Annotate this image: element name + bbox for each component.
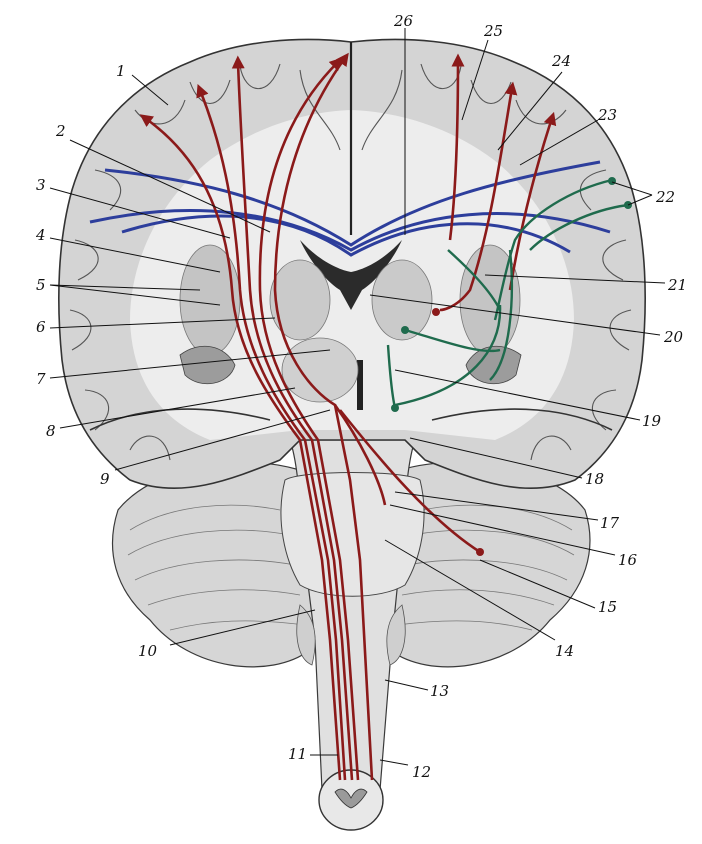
- green-fibre-7: [489, 249, 513, 381]
- label-17: 17: [600, 514, 620, 532]
- blue-fibre-3: [121, 214, 571, 257]
- leader-4: [49, 237, 221, 273]
- cerebellar-folia: [127, 504, 575, 631]
- red-neuron-bodies: [432, 308, 484, 556]
- red-tract-2: [196, 83, 347, 781]
- hippocampus-left: [179, 346, 236, 384]
- leader-10: [169, 609, 316, 646]
- caudate-left: [269, 259, 331, 341]
- green-fibre-5: [394, 304, 502, 407]
- commissural-fibres: [89, 160, 611, 257]
- green-soma-1: [608, 177, 616, 185]
- leader-18: [409, 437, 583, 479]
- leader-25: [461, 39, 489, 121]
- label-3: 3: [36, 176, 46, 194]
- red-tract-9: [333, 404, 387, 506]
- number-labels: 1 2 3 4 5 6 7 8 9 10 11 12 13 14 15 16 1…: [35, 12, 687, 781]
- label-1: 1: [116, 62, 126, 80]
- red-tract-10: [338, 409, 481, 554]
- label-2: 2: [55, 122, 66, 140]
- leader-8: [59, 387, 296, 429]
- red-tract-4: [258, 57, 360, 781]
- label-15: 15: [598, 598, 617, 616]
- green-soma-3: [401, 326, 409, 334]
- leader-17: [394, 491, 599, 521]
- label-4: 4: [35, 226, 46, 244]
- label-10: 10: [138, 642, 158, 660]
- red-soma-1: [432, 308, 440, 316]
- spinal-gray-matter: [334, 788, 368, 809]
- lateral-fissure-right: [431, 408, 613, 431]
- label-21: 21: [667, 276, 687, 294]
- olive-right: [386, 604, 406, 666]
- label-25: 25: [483, 22, 503, 40]
- label-5: 5: [36, 276, 46, 294]
- label-23: 23: [597, 106, 617, 124]
- caudate-right: [371, 259, 433, 341]
- leader-13: [384, 679, 429, 691]
- leader-12: [379, 759, 409, 766]
- label-16: 16: [618, 551, 638, 569]
- third-ventricle: [357, 360, 363, 410]
- green-fibre-4: [404, 328, 501, 353]
- leader-16: [389, 504, 616, 556]
- lateral-ventricles: [300, 240, 402, 310]
- green-fibre-3: [447, 249, 502, 311]
- leader-1: [131, 74, 169, 106]
- thalamus: [281, 337, 359, 403]
- leader-3: [49, 187, 231, 239]
- label-18: 18: [585, 470, 604, 488]
- label-6: 6: [36, 318, 46, 336]
- red-tract-3: [231, 55, 354, 781]
- leader-20: [369, 294, 661, 336]
- leader-21: [484, 274, 666, 284]
- label-9: 9: [100, 470, 110, 488]
- label-11: 11: [288, 745, 307, 763]
- leader-5b: [49, 284, 221, 306]
- label-14: 14: [555, 642, 574, 660]
- leader-5a: [49, 284, 201, 291]
- leader-14: [384, 539, 556, 641]
- label-12: 12: [412, 763, 431, 781]
- label-8: 8: [46, 422, 56, 440]
- green-fibre-1: [493, 178, 613, 321]
- leader-23: [519, 119, 599, 166]
- red-tract-8: [508, 111, 557, 291]
- red-tract-5: [273, 52, 374, 781]
- leader-24: [497, 71, 563, 151]
- blue-fibre-2: [89, 209, 611, 252]
- hippocampus-right: [465, 346, 522, 384]
- leader-15: [479, 559, 596, 609]
- label-26: 26: [393, 12, 414, 30]
- leader-2: [69, 139, 271, 233]
- label-24: 24: [551, 52, 571, 70]
- red-tract-6: [448, 53, 465, 241]
- blue-fibre-1: [104, 160, 601, 247]
- leader-9: [114, 409, 331, 471]
- green-fibre-2: [529, 203, 629, 251]
- red-soma-2: [476, 548, 484, 556]
- green-pathways: [386, 178, 629, 409]
- leader-22b: [627, 194, 653, 206]
- green-neuron-bodies: [391, 177, 632, 412]
- label-19: 19: [642, 412, 662, 430]
- label-13: 13: [430, 682, 449, 700]
- leader-lines: [49, 28, 666, 766]
- olive-left: [296, 604, 316, 666]
- leader-19: [394, 369, 641, 421]
- label-20: 20: [663, 328, 684, 346]
- lentiform-left: [179, 244, 241, 356]
- green-soma-4: [391, 404, 399, 412]
- label-7: 7: [36, 370, 46, 388]
- leader-7: [49, 349, 331, 379]
- cortical-gyri: [69, 63, 632, 461]
- label-22: 22: [655, 188, 675, 206]
- red-tract-7: [439, 81, 518, 312]
- leader-22a: [611, 181, 653, 196]
- leader-6: [49, 317, 276, 329]
